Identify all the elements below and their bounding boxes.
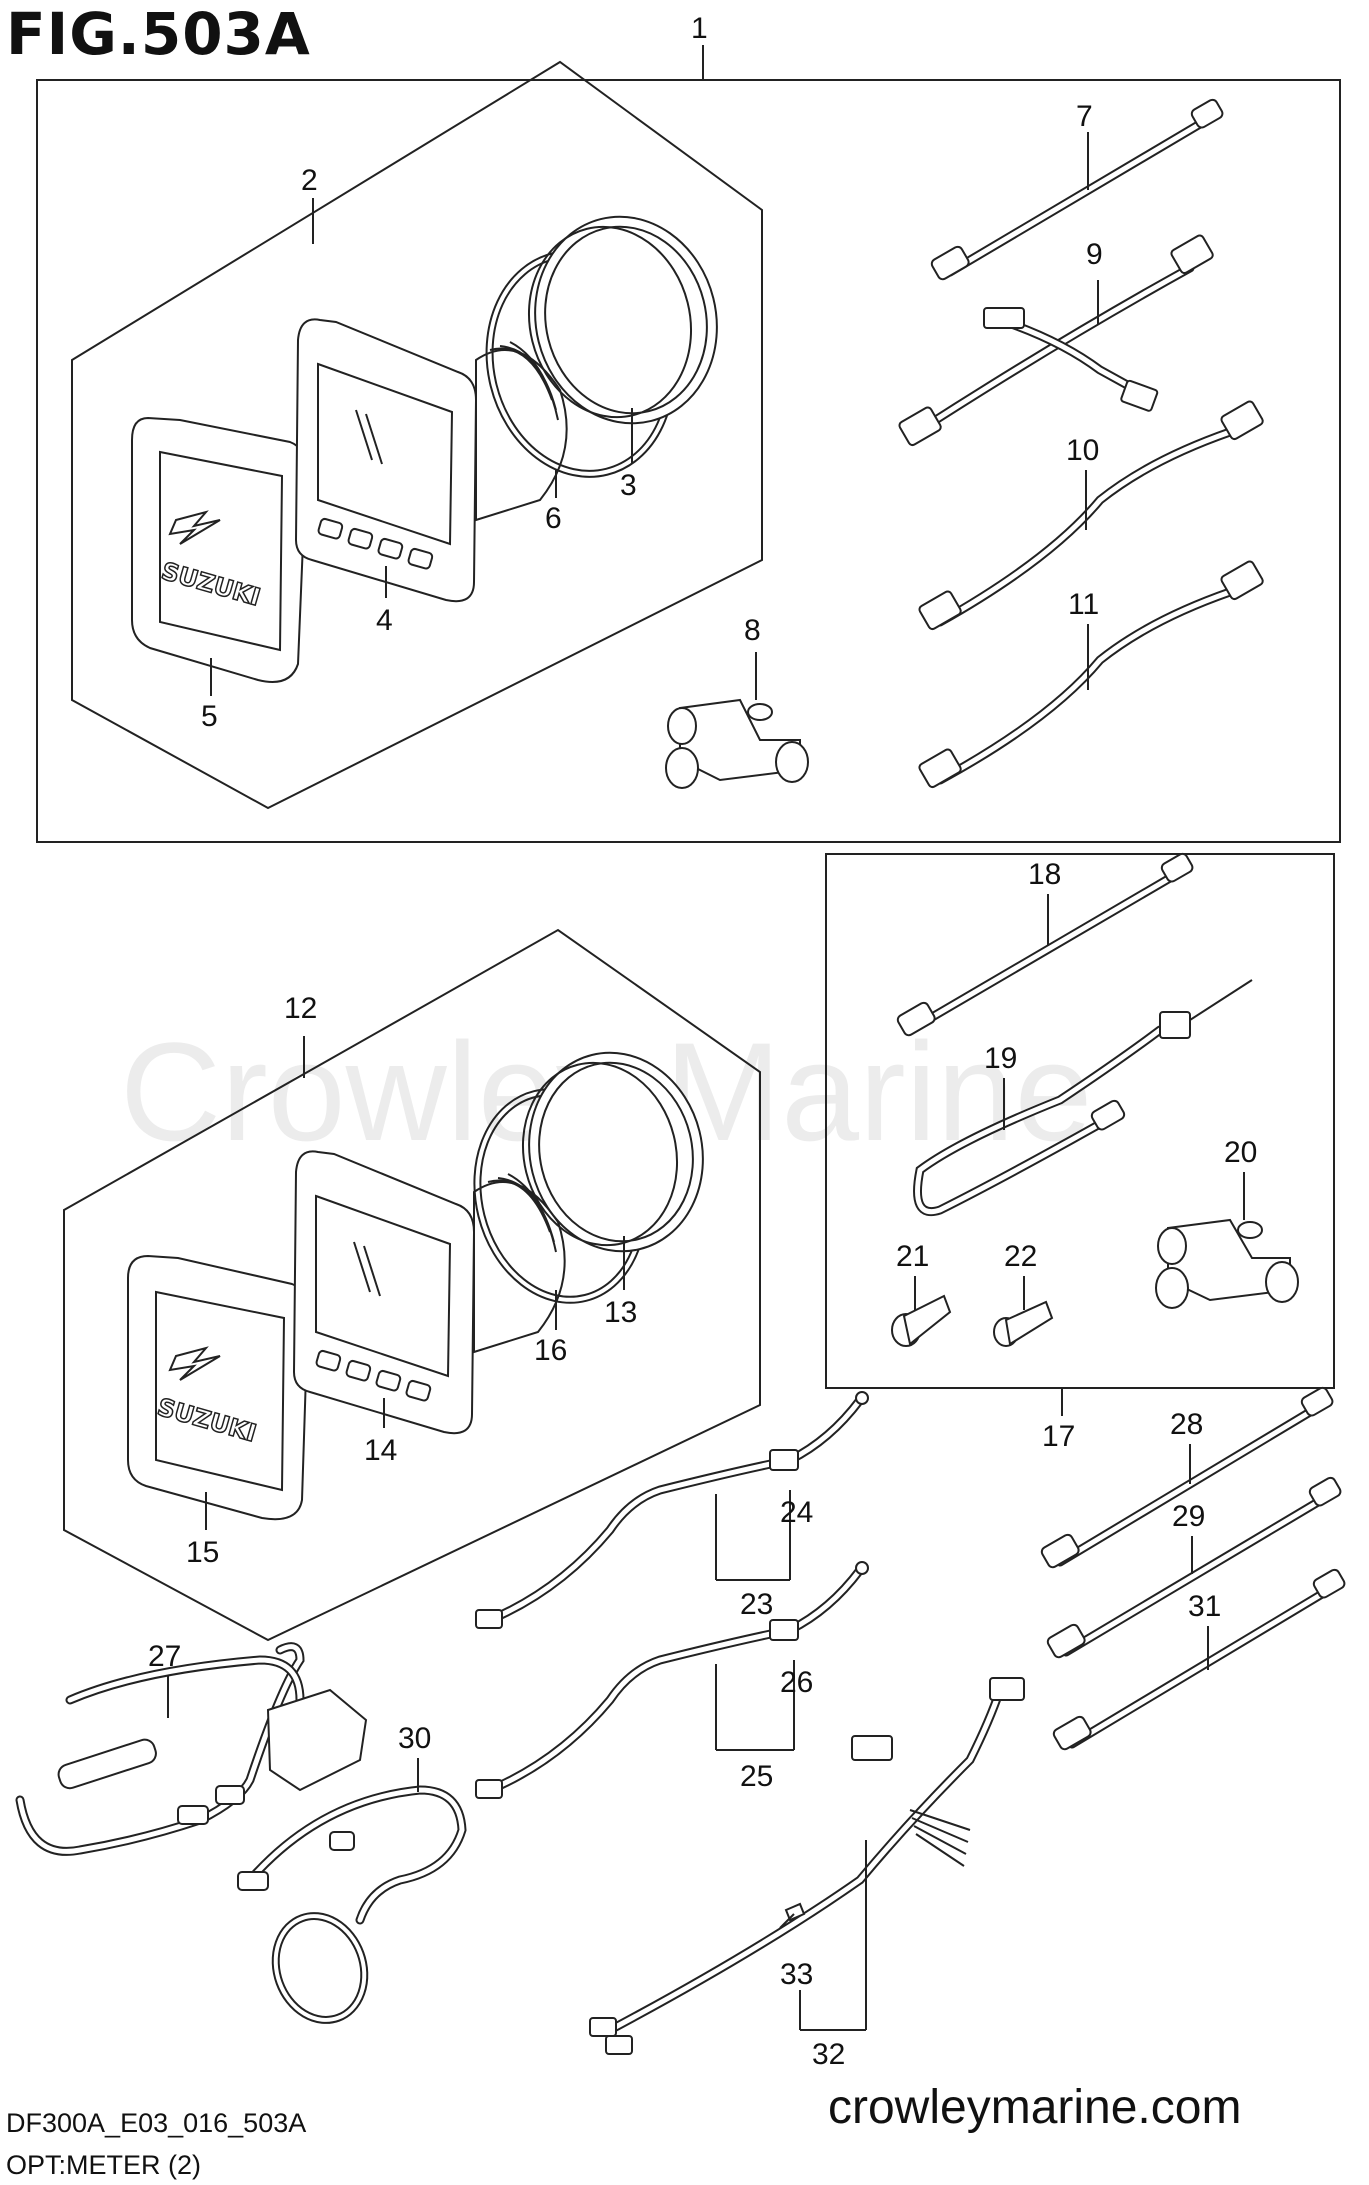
callout-10: 10 xyxy=(1066,434,1099,467)
harness-32 xyxy=(589,1677,1025,2055)
t-connector-20 xyxy=(1155,1218,1299,1309)
callout-11: 11 xyxy=(1068,588,1099,621)
callout-21: 21 xyxy=(896,1240,929,1273)
cable-29 xyxy=(1046,1476,1342,1659)
t-connector-8 xyxy=(665,698,809,789)
callout-17: 17 xyxy=(1042,1420,1075,1453)
bezel-5: SUZUKI xyxy=(131,416,308,683)
callout-28: 28 xyxy=(1170,1408,1203,1441)
cable-7 xyxy=(930,98,1224,281)
antenna-30 xyxy=(237,1785,467,2024)
sensor-27 xyxy=(15,1642,368,1856)
terminator-22 xyxy=(993,1300,1054,1347)
callout-26: 26 xyxy=(780,1666,813,1699)
callout-27: 27 xyxy=(148,1640,181,1673)
harness-23 xyxy=(475,1391,869,1629)
callout-6: 6 xyxy=(545,502,562,535)
meter-2-panel xyxy=(71,60,763,810)
cable-28 xyxy=(1040,1386,1334,1569)
callout-1: 1 xyxy=(691,12,708,45)
screw-33 xyxy=(779,1902,806,1929)
callout-25: 25 xyxy=(740,1760,773,1793)
cable-31 xyxy=(1052,1568,1346,1751)
meter-4 xyxy=(294,318,568,603)
cable-19 xyxy=(913,979,1253,1216)
nut-3 xyxy=(527,215,718,425)
callout-32: 32 xyxy=(812,2038,845,2071)
callout-14: 14 xyxy=(364,1434,397,1467)
callout-15: 15 xyxy=(186,1536,219,1569)
callout-23: 23 xyxy=(740,1588,773,1621)
callout-3: 3 xyxy=(620,469,637,502)
callout-18: 18 xyxy=(1028,858,1061,891)
callout-29: 29 xyxy=(1172,1500,1205,1533)
harness-25 xyxy=(475,1561,869,1799)
callout-2: 2 xyxy=(301,164,318,197)
website-text: crowleymarine.com xyxy=(828,2081,1242,2134)
callout-30: 30 xyxy=(398,1722,431,1755)
callout-33: 33 xyxy=(780,1958,813,1991)
callout-16: 16 xyxy=(534,1334,567,1367)
callout-8: 8 xyxy=(744,614,761,647)
callout-12: 12 xyxy=(284,992,317,1025)
terminator-21 xyxy=(891,1294,952,1347)
callout-22: 22 xyxy=(1004,1240,1037,1273)
figure-code: DF300A_E03_016_503A xyxy=(6,2108,307,2138)
callout-13: 13 xyxy=(604,1296,637,1329)
assembly-1-frame xyxy=(36,79,1341,843)
meter-14 xyxy=(292,1150,566,1435)
nut-13 xyxy=(521,1051,704,1253)
cable-18 xyxy=(896,852,1194,1037)
figure-name: OPT:METER (2) xyxy=(6,2150,202,2180)
assembly-17-frame xyxy=(825,853,1335,1389)
callout-9: 9 xyxy=(1086,238,1103,271)
cable-11 xyxy=(918,560,1264,789)
figure-title: FIG.503A xyxy=(6,0,311,68)
callout-4: 4 xyxy=(376,604,393,637)
callout-5: 5 xyxy=(201,700,218,733)
callout-7: 7 xyxy=(1076,100,1093,133)
callout-31: 31 xyxy=(1188,1590,1221,1623)
meter-12-panel xyxy=(63,928,761,1642)
callout-20: 20 xyxy=(1224,1136,1257,1169)
harness-9 xyxy=(898,234,1214,447)
cable-10 xyxy=(918,400,1264,631)
bezel-15: SUZUKI xyxy=(127,1254,310,1521)
callout-24: 24 xyxy=(780,1496,813,1529)
callout-19: 19 xyxy=(984,1042,1017,1075)
